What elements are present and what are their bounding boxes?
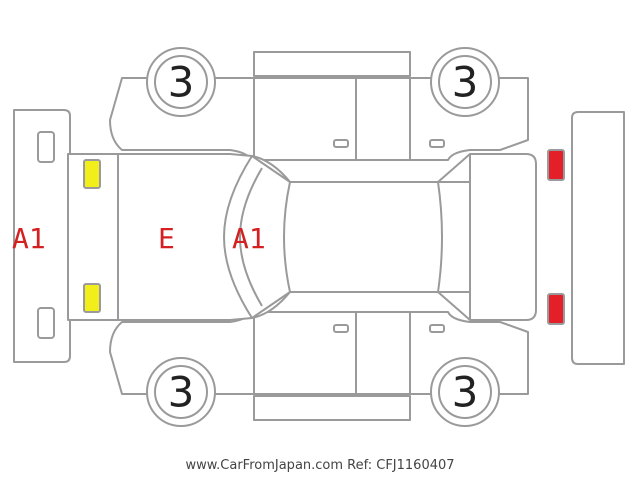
hood-damage-code: E bbox=[158, 222, 175, 255]
wheel-rear-left: 3 bbox=[430, 47, 500, 117]
bottom-side-body bbox=[109, 311, 529, 421]
top-side-body bbox=[109, 51, 529, 161]
front-bumper-damage-code: A1 bbox=[12, 222, 46, 255]
front-bumper bbox=[13, 109, 71, 363]
wheel-damage-code-rear-left: 3 bbox=[452, 58, 479, 107]
footer-credit: www.CarFromJapan.com Ref: CFJ1160407 bbox=[185, 458, 455, 473]
wheel-damage-code-front-left: 3 bbox=[168, 58, 195, 107]
wheel-front-right: 3 bbox=[146, 357, 216, 427]
rear-bumper bbox=[571, 111, 625, 365]
headlight-top bbox=[83, 159, 101, 189]
roof-view-body bbox=[67, 153, 537, 321]
taillight-top bbox=[547, 149, 565, 181]
taillight-bottom bbox=[547, 293, 565, 325]
wheel-front-left: 3 bbox=[146, 47, 216, 117]
headlight-bottom bbox=[83, 283, 101, 313]
windshield-damage-code: A1 bbox=[232, 222, 266, 255]
wheel-rear-right: 3 bbox=[430, 357, 500, 427]
wheel-damage-code-rear-right: 3 bbox=[452, 368, 479, 417]
wheel-damage-code-front-right: 3 bbox=[168, 368, 195, 417]
